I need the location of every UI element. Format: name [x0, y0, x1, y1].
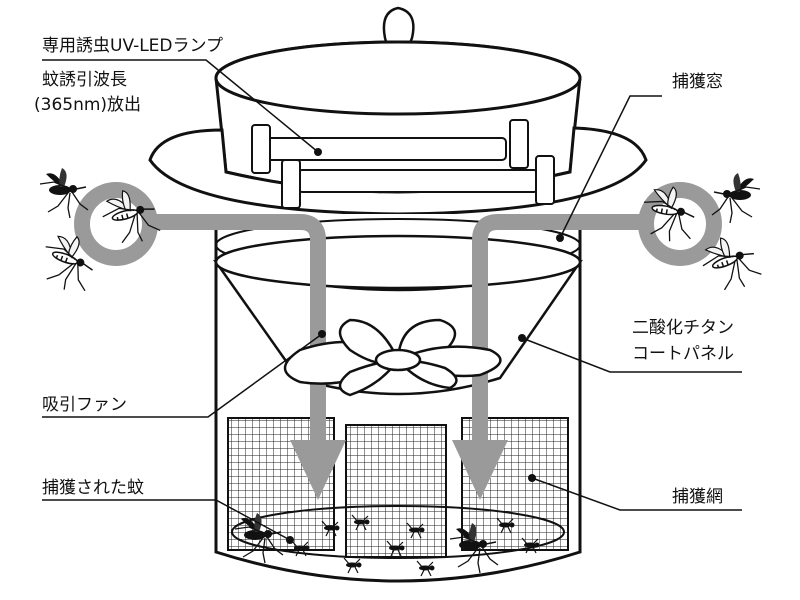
capture-net	[227, 417, 569, 559]
fan-icon	[283, 318, 502, 397]
label-wavelength-line2: (365nm)放出	[34, 95, 142, 115]
label-panel-line2: コートパネル	[632, 344, 734, 364]
label-caught-mosquitoes: 捕獲された蚊	[42, 478, 144, 498]
leader-dots	[286, 148, 564, 544]
trap-lid	[214, 40, 582, 194]
airflow-arrows	[74, 182, 722, 450]
label-uv-led-lamp: 専用誘虫UV-LEDランプ	[42, 36, 224, 56]
label-capture-window: 捕獲窓	[672, 72, 723, 92]
label-panel-line1: 二酸化チタン	[632, 318, 734, 338]
label-capture-net: 捕獲網	[672, 487, 723, 507]
leader-lines	[42, 59, 742, 541]
airflow-arrowheads	[290, 440, 508, 500]
uv-led-lamp-icon	[251, 119, 555, 209]
label-wavelength-line1: 蚊誘引波長	[42, 70, 127, 90]
label-fan: 吸引ファン	[42, 395, 127, 415]
